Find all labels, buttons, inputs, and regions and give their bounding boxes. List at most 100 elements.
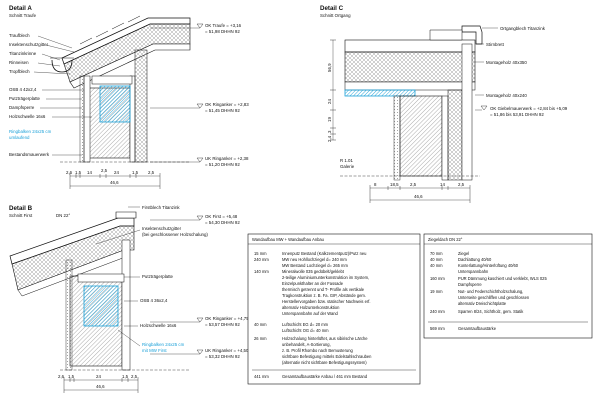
dim-a-2: 1,5 xyxy=(75,170,82,175)
label-insekt-b: Insektenschutzgitter xyxy=(142,226,182,231)
wall-row-2-d5: Herstellervorgaben bzw. statischer Nachw… xyxy=(282,299,371,304)
dim-c-total: 46,6 xyxy=(414,194,423,199)
roof-row-5-d0: Sparren 8/24, Sichtholz, gem. Statik xyxy=(458,309,524,314)
label-ring-b2: mit MW First xyxy=(142,348,167,353)
roof-row-2-d0: Konterlattung/Hinterlüftung 40/60 xyxy=(458,263,519,268)
roof-total-d: Gesamtaufbaustärke xyxy=(458,326,497,331)
label-holz-b: Holzschwelle 16x6 xyxy=(140,323,177,328)
detail-b-roof xyxy=(9,211,137,297)
level-b-3b: = 53,32 DHHN 92 xyxy=(205,354,240,359)
roof-row-4-d2: alternativ Dreischichtplatte xyxy=(458,301,507,306)
wall-table-title: Wandaufbau MW + Wandaufbau Anbau xyxy=(252,237,324,242)
wall-row-3-d1: Luftschicht OG d= 40 mm xyxy=(282,328,329,333)
roof-row-4-t: 19 mm xyxy=(430,289,443,294)
roof-row-4-d1: Unterseite geschliffen und geschlossen xyxy=(458,295,530,300)
detail-c-subtitle: Schnitt Ortgang xyxy=(320,13,351,18)
roof-row-1-t: 40 mm xyxy=(430,257,443,262)
label-tropfblech: Tropfblech xyxy=(9,69,30,74)
label-montageholz-350: Montageholz 40x350 xyxy=(486,60,527,65)
wall-row-4-d2: z. B. Profil Rhombo nach Bemusterung xyxy=(282,348,353,353)
level-c-b: = 51,86 bis 53,91 DHHN 92 xyxy=(490,112,544,117)
label-insektenschutzgitter: Insektenschutzgitter xyxy=(9,42,49,47)
wall-row-4-d4: (alternativ nicht sichtbare Befestigungs… xyxy=(282,360,367,365)
dim-b-3: 24 xyxy=(96,374,101,379)
roof-row-0-t: 70 mm xyxy=(430,251,443,256)
label-ringbalken: Ringbalken 24x25 cm xyxy=(9,129,52,134)
wall-row-2-t: 140 mm xyxy=(254,269,269,274)
roof-row-0-d0: Ziegel xyxy=(458,251,469,256)
level-a-3: UK Ringanker = +2,38 xyxy=(205,156,249,161)
label-ortgangblech: Ortgangblech Titanzink xyxy=(500,26,546,31)
level-c: OK Giebelmauerwerk = +2,84 bis +5,09 xyxy=(490,106,568,111)
wall-row-4-t: 26 mm xyxy=(254,336,267,341)
wall-row-4-d0: Holzschalung hinterlüftet, aus sibirisch… xyxy=(282,336,368,341)
detail-b-labels: Firstblech Titanzink Insektenschutzgitte… xyxy=(140,205,208,353)
dim-b-total: 46,6 xyxy=(96,384,105,389)
dim-a-6: 1,5 xyxy=(132,170,139,175)
wall-row-2-d0: Mineralwolle 035 gedübelt/geklebt xyxy=(282,269,345,274)
wall-row-2-d4: Tragkonstruktion z. B. Fa. GIP, Abstände… xyxy=(282,293,366,298)
level-b-2: OK Ringanker = +4,75 xyxy=(205,316,249,321)
wall-total-t: 441 mm xyxy=(254,374,269,379)
label-stirnbrett: Stirnbrett xyxy=(486,42,505,47)
level-b-2b: = 53,57 DHHN 92 xyxy=(205,322,240,327)
wall-row-2-d6: alternativ Holzunterkonstruktion xyxy=(282,305,340,310)
detail-a-wall xyxy=(60,49,190,163)
wall-row-1-d1: MW Bestand Lochziegel d= 265 mm xyxy=(282,263,348,268)
dim-b-4: 1,5 xyxy=(122,374,129,379)
label-putztraegerplatte: Putzträgerplatte xyxy=(9,96,41,101)
level-b-3: UK Ringanker = +4,50 xyxy=(205,348,249,353)
label-rinneisen: Rinneisen xyxy=(9,60,29,65)
label-bestandsmauerwerk: Bestandsmauerwerk xyxy=(9,152,50,157)
label-insekt-b2: (bei geschlossener Holzschalung) xyxy=(142,232,208,237)
level-a-3b: = 51,20 DHHN 92 xyxy=(205,162,240,167)
room-name: Galerie xyxy=(340,164,355,169)
level-a-2: OK Ringanker = +2,83 xyxy=(205,102,249,107)
roof-row-4-d0: Nut- und Federschichtholzschalung, xyxy=(458,289,523,294)
dim-b-1: 2,6 xyxy=(58,374,65,379)
wall-row-0-t: 15 mm xyxy=(254,251,267,256)
dim-c-4: 14 xyxy=(440,182,445,187)
vdim-c-1: 56,9 xyxy=(327,63,332,72)
label-dampfsperre: Dampfsperre xyxy=(9,105,35,110)
detail-c-wall xyxy=(340,43,480,181)
label-holzschwelle: Holzschwelle 16x6 xyxy=(9,114,46,119)
wall-row-3-t: 40 mm xyxy=(254,322,267,327)
roof-row-3-t: 160 mm xyxy=(430,276,445,281)
wall-row-2-d3: thermisch getrennt und T- Profile als ve… xyxy=(282,287,365,292)
detail-a-levels: OK Traufe = +3,16 = 51,98 DHHN 92 OK Rin… xyxy=(196,23,249,167)
wall-row-2-d2: Einzelpunkthalter an der Fassade xyxy=(282,281,344,286)
wall-table: Wandaufbau MW + Wandaufbau Anbau 15 mm I… xyxy=(247,233,421,385)
wall-row-4-d1: unbehandelt, A-Sortierung, xyxy=(282,342,331,347)
wall-row-0-d0: Innenputz Bestand (Kalkzementputz)/Putz … xyxy=(282,251,366,256)
label-traufblech: Traufblech xyxy=(9,33,30,38)
level-b-1: OK First = +5,48 xyxy=(205,214,238,219)
detail-a-dims: 2,6 1,5 14 2,5 24 1,5 2,5 46,6 xyxy=(66,168,161,189)
roof-row-2-d1: Unterspannbahn xyxy=(458,269,489,274)
level-b-1b: = 54,30 DHHN 92 xyxy=(205,220,240,225)
detail-b-dims: 2,6 1,5 24 1,5 2,5 46,6 xyxy=(58,374,139,393)
wall-row-2-d1: 2-teilige Aluminiumunterkonstruktion im … xyxy=(282,275,369,280)
detail-a-title: Detail A xyxy=(9,5,32,12)
detail-c-labels: Ortgangblech Titanzink Stirnbrett Montag… xyxy=(340,26,568,169)
label-firstblech: Firstblech Titanzink xyxy=(142,205,180,210)
dim-a-7: 2,5 xyxy=(148,170,155,175)
dim-a-4: 2,5 xyxy=(101,168,108,173)
detail-b-levels: OK First = +5,48 = 54,30 DHHN 92 OK Ring… xyxy=(196,214,249,359)
detail-b-subtitle: Schnitt First xyxy=(9,213,33,218)
detail-a: Detail A Schnitt Traufe xyxy=(9,5,249,189)
dim-a-total: 46,6 xyxy=(110,180,119,185)
vdim-c-5: 2,4 xyxy=(327,135,332,142)
dim-c-2: 18,5 xyxy=(390,182,399,187)
detail-b-wall xyxy=(60,239,190,371)
detail-c: Detail C Schnitt Ortgang O xyxy=(320,5,568,203)
label-osb: OSB 4 42x2,4 xyxy=(9,87,37,92)
roof-row-3-d0: PUR Dämmung kaschiert und verklebt, WLS … xyxy=(458,276,547,281)
label-osb-b: OSB 4 36x2,4 xyxy=(140,298,168,303)
dim-b-2: 1,5 xyxy=(68,374,75,379)
roof-row-1-d0: Dachlattung 40/60 xyxy=(458,257,492,262)
detail-a-labels: Traufblech Insektenschutzgitter Titanzin… xyxy=(9,33,52,157)
dim-c-5: 2,5 xyxy=(458,182,465,187)
wall-row-3-d0: Luftschicht EG d= 20 mm xyxy=(282,322,329,327)
